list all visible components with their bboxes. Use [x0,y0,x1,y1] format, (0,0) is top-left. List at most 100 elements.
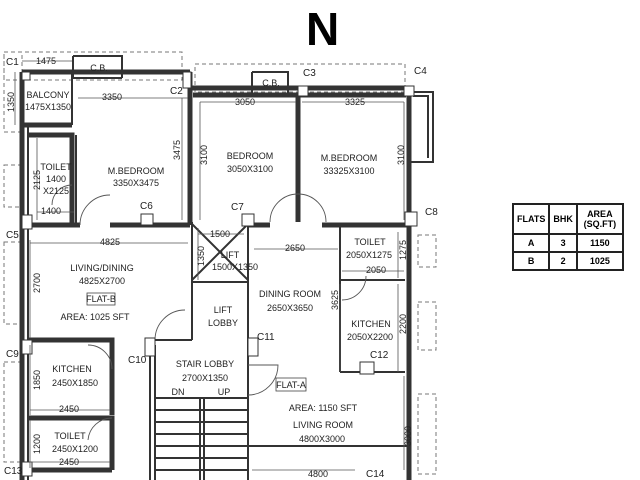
dashed-outline [417,301,437,351]
column-label: C6 [140,201,153,212]
dimension-label: 3000 [403,426,413,446]
toilet-a-size: 2050X1275 [346,250,392,260]
dimension-label: 1500 [210,229,230,239]
balcony-size: 1475X1350 [25,102,71,112]
toilet-a-name: TOILET [354,237,386,247]
stair-up-label: UP [218,387,231,397]
dimension-label: 2650 [285,243,305,253]
kitchen-b-size: 2450X1850 [52,378,98,388]
column-label: C3 [303,68,316,79]
toilet-b2-size: 2450X1200 [52,444,98,454]
flat-a-tag-box [275,377,307,392]
flat-a-area: AREA: 1150 SFT [289,403,358,413]
dining-room-size: 2650X3650 [267,303,313,313]
column-label: C13 [4,466,23,477]
flat-b-tag-box [86,292,116,306]
bedroom-size: 3050X3100 [227,164,273,174]
column-label: C14 [366,469,385,480]
doors [51,184,367,441]
dashed-outline [417,393,437,475]
dimension-label: 1200 [32,434,42,454]
table-cell-flat: A [511,233,551,253]
table-header-row: FLATS BHK AREA (SQ.FT) [511,203,624,235]
column-label: C5 [6,230,19,241]
dashed-outline [3,164,23,208]
master-bedroom-a-name: M.BEDROOM [321,153,378,163]
living-dining-b-size: 4825X2700 [79,276,125,286]
column-label: C4 [414,66,427,77]
dimension-label: 3475 [172,140,182,160]
dimension-label: 1400 [41,206,61,216]
table-cell-area: 1025 [575,251,624,271]
dimension-label: 3325 [345,97,365,107]
table-cell-bhk: 2 [548,251,578,271]
dimension-label: 3050 [235,97,255,107]
stair-down-label: DN [172,387,185,397]
dimension-label: 4825 [100,237,120,247]
dimension-label: 1275 [398,240,408,260]
table-header: BHK [548,203,578,235]
dimension-label: 3625 [330,290,340,310]
dimension-label: 1475 [36,56,56,66]
table-row: A 3 1150 [511,233,624,253]
master-bedroom-b-name: M.BEDROOM [108,166,165,176]
stair-lobby-name: STAIR LOBBY [176,359,234,369]
lift-name: LIFT [221,250,240,260]
dimension-label: 4800 [308,469,328,479]
living-dining-b-name: LIVING/DINING [70,263,134,273]
dashed-outline [3,51,183,81]
lift-size: 1500X1350 [212,262,258,272]
dimension-lines [14,60,405,471]
flat-b-area: AREA: 1025 SFT [60,312,130,322]
table-header: FLATS [511,203,551,235]
toilet-b1-size: 1400 [46,174,66,184]
dashed-outline [3,361,23,463]
toilet-b1-size: X2125 [43,186,69,196]
table-cell-area: 1150 [575,233,624,253]
stair-lobby-size: 2700X1350 [182,373,228,383]
dimension-label: 3100 [199,145,209,165]
kitchen-a-name: KITCHEN [351,319,391,329]
living-room-name: LIVING ROOM [293,420,353,430]
bedroom-name: BEDROOM [227,151,274,161]
dashed-outline [3,241,23,325]
structural-columns [21,71,418,477]
flat-area-table: FLATS BHK AREA (SQ.FT) A 3 1150 B 2 1025 [511,203,624,271]
master-bedroom-b-size: 3350X3475 [113,178,159,188]
dimension-label: 2125 [32,170,42,190]
column-label: C10 [128,355,147,366]
dimension-label: 2450 [59,457,79,467]
table-cell-bhk: 3 [548,233,578,253]
balcony-name: BALCONY [26,90,69,100]
table-cell-flat: B [511,251,551,271]
dimension-label: 3100 [396,145,406,165]
room-labels: BALCONY 1475X1350 TOILET 1400 X2125 M.BE… [25,90,393,454]
flat-b-tag: FLAT-B [86,294,116,304]
flat-a-tag: FLAT-A [276,380,306,390]
column-label: C2 [170,86,183,97]
toilet-b1-name: TOILET [40,162,72,172]
dimension-label: 2450 [59,404,79,414]
column-label: C7 [231,202,244,213]
dimension-label: 2700 [32,273,42,293]
column-label: C1 [6,57,19,68]
table-row: B 2 1025 [511,251,624,271]
table-header: AREA (SQ.FT) [575,203,624,235]
dimension-label: 1850 [32,370,42,390]
kitchen-b-name: KITCHEN [52,364,92,374]
dimension-labels: 1475 1350 3350 3050 3325 3475 3100 3100 … [6,56,413,479]
living-room-size: 4800X3000 [299,434,345,444]
column-label: C12 [370,350,389,361]
toilet-b2-name: TOILET [54,431,86,441]
kitchen-a-size: 2050X2200 [347,332,393,342]
dashed-outline [417,234,437,268]
master-bedroom-a-size: 33325X3100 [323,166,374,176]
north-indicator: N [306,3,340,55]
lift-lobby-name: LOBBY [208,318,238,328]
dimension-label: 1350 [6,92,16,112]
cupboard-label: C.B. [262,78,280,88]
column-labels: C1 C2 C3 C4 C5 C6 C7 C8 C9 C10 C11 C12 C… [4,57,438,480]
column-label: C8 [425,207,438,218]
column-label: C9 [6,349,19,360]
